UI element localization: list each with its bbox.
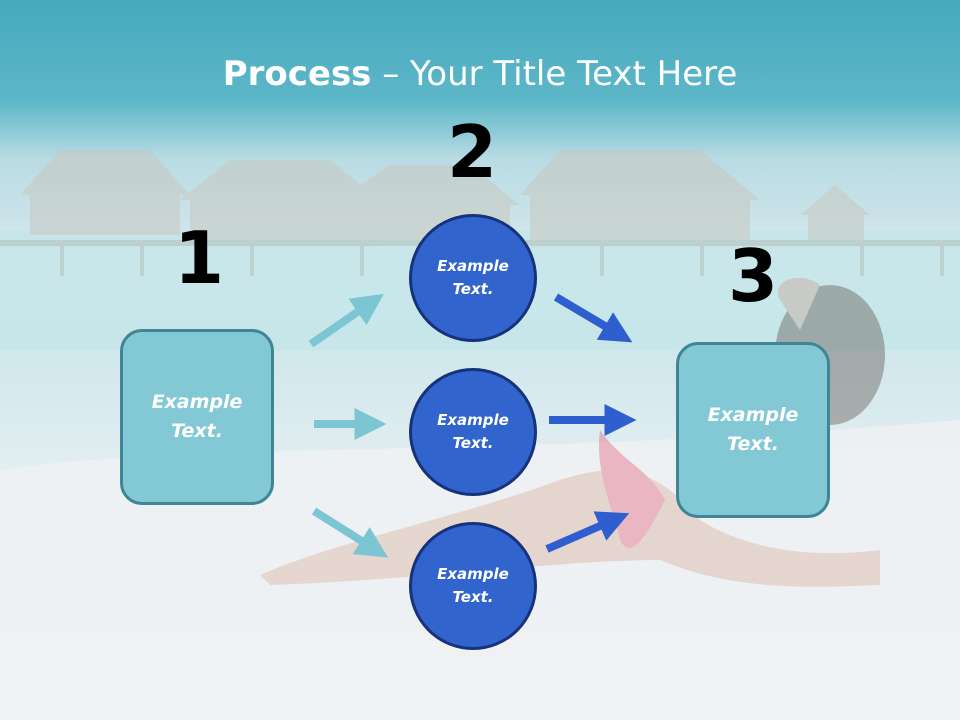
right-box-text: Example Text.: [707, 404, 799, 455]
title-rest: – Your Title Text Here: [371, 54, 738, 94]
left-box: Example Text.: [120, 329, 274, 505]
right-box: Example Text.: [676, 342, 830, 518]
arrow-top-to-right: [553, 293, 633, 343]
slide-title: Process – Your Title Text Here: [0, 52, 960, 96]
left-box-text: Example Text.: [151, 391, 243, 442]
circle-middle: Example Text.: [409, 368, 537, 496]
circle-top-text: Example Text.: [437, 257, 509, 298]
circle-middle-text: Example Text.: [437, 411, 509, 452]
step-number-1: 1: [173, 216, 225, 300]
circle-bottom: Example Text.: [409, 522, 537, 650]
circle-bottom-text: Example Text.: [437, 565, 509, 606]
title-bold: Process: [222, 54, 372, 94]
circle-top: Example Text.: [409, 214, 537, 342]
arrow-left-to-top: [308, 293, 384, 348]
step-number-3: 3: [727, 234, 779, 318]
arrow-bottom-to-right: [545, 511, 630, 553]
step-number-2: 2: [446, 110, 498, 194]
arrow-left-to-bottom: [311, 507, 389, 558]
